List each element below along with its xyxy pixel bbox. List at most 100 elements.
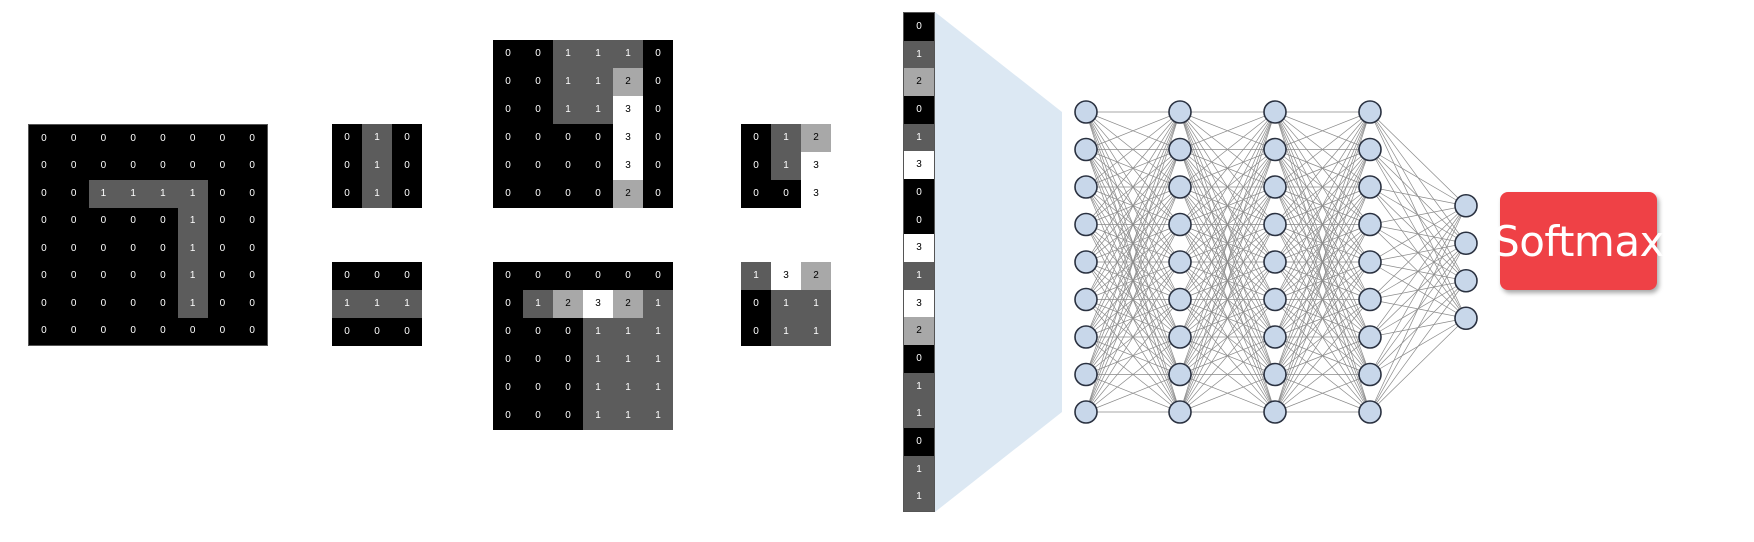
connection bbox=[1274, 111, 1371, 338]
grid-cell: 1 bbox=[643, 374, 673, 402]
softmax-label: Softmax bbox=[1493, 216, 1664, 266]
neuron bbox=[1168, 175, 1192, 199]
grid-cell: 0 bbox=[643, 124, 673, 152]
grid-cell: 1 bbox=[553, 68, 583, 96]
connection bbox=[1274, 111, 1371, 413]
connection bbox=[1369, 280, 1467, 413]
grid-cell: 0 bbox=[493, 346, 523, 374]
grid-cell: 1 bbox=[553, 40, 583, 68]
grid-cell: 0 bbox=[613, 262, 643, 290]
grid-cell: 0 bbox=[29, 262, 59, 290]
connection bbox=[1369, 205, 1467, 375]
grid-cell: 0 bbox=[493, 68, 523, 96]
vector-cell: 1 bbox=[904, 372, 934, 401]
connection bbox=[1085, 336, 1181, 413]
grid-cell: 0 bbox=[237, 207, 267, 235]
neuron bbox=[1358, 325, 1382, 349]
grid-cell: 0 bbox=[523, 152, 553, 180]
grid-cell: 0 bbox=[237, 290, 267, 318]
grid-cell: 0 bbox=[493, 402, 523, 430]
grid-cell: 0 bbox=[523, 318, 553, 346]
grid-cell: 0 bbox=[392, 318, 422, 346]
connection bbox=[1274, 111, 1371, 375]
grid-cell: 1 bbox=[771, 152, 801, 180]
grid-cell: 0 bbox=[332, 124, 362, 152]
grid-cell: 1 bbox=[177, 262, 208, 290]
grid-cell: 0 bbox=[523, 96, 553, 124]
neuron bbox=[1168, 100, 1192, 124]
neuron bbox=[1168, 400, 1192, 424]
grid-cell: 1 bbox=[613, 318, 643, 346]
grid-cell: 0 bbox=[237, 262, 267, 290]
grid-cell: 0 bbox=[207, 235, 238, 263]
grid-cell: 0 bbox=[177, 152, 208, 180]
grid-cell: 0 bbox=[88, 207, 119, 235]
grid-cell: 0 bbox=[29, 125, 59, 153]
neuron bbox=[1074, 250, 1098, 274]
grid-cell: 0 bbox=[741, 318, 771, 346]
grid-cell: 3 bbox=[771, 262, 801, 290]
connection bbox=[1179, 374, 1276, 413]
grid-cell: 0 bbox=[58, 207, 89, 235]
neuron bbox=[1454, 306, 1478, 331]
neuron bbox=[1074, 212, 1098, 237]
connection bbox=[1085, 111, 1181, 225]
vector-cell: 1 bbox=[904, 40, 934, 69]
grid-cell: 0 bbox=[118, 290, 148, 318]
grid-cell: 0 bbox=[88, 152, 119, 180]
grid-cell: 1 bbox=[583, 346, 613, 374]
grid-cell: 0 bbox=[29, 180, 59, 208]
neuron bbox=[1358, 212, 1382, 237]
grid-cell: 2 bbox=[613, 290, 643, 318]
grid-cell: 0 bbox=[583, 180, 613, 208]
grid-cell: 1 bbox=[392, 290, 422, 318]
connection bbox=[1085, 374, 1181, 413]
grid-cell: 1 bbox=[583, 96, 613, 124]
grid-cell: 0 bbox=[58, 180, 89, 208]
grid-cell: 0 bbox=[207, 152, 238, 180]
connection bbox=[1179, 111, 1276, 150]
grid-cell: 1 bbox=[801, 290, 831, 318]
connection bbox=[1274, 224, 1371, 413]
grid-cell: 0 bbox=[493, 96, 523, 124]
grid-cell: 0 bbox=[741, 180, 771, 208]
connection bbox=[1274, 299, 1371, 413]
connection bbox=[1179, 336, 1276, 413]
grid-cell: 0 bbox=[643, 262, 673, 290]
vector-cell: 0 bbox=[904, 179, 934, 207]
grid-cell: 0 bbox=[553, 346, 583, 374]
grid-cell: 0 bbox=[148, 235, 178, 263]
grid-cell: 0 bbox=[58, 125, 89, 153]
grid-cell: 1 bbox=[801, 318, 831, 346]
grid-cell: 1 bbox=[177, 180, 208, 208]
grid-cell: 0 bbox=[118, 125, 148, 153]
connection bbox=[1179, 111, 1276, 263]
connection bbox=[1085, 224, 1181, 413]
connection bbox=[1085, 186, 1181, 413]
grid-cell: 2 bbox=[553, 290, 583, 318]
grid-cell: 0 bbox=[58, 152, 89, 180]
grid-cell: 0 bbox=[553, 402, 583, 430]
grid-cell: 0 bbox=[771, 180, 801, 208]
connection bbox=[1369, 243, 1467, 413]
grid-cell: 0 bbox=[58, 235, 89, 263]
grid-cell: 2 bbox=[613, 68, 643, 96]
neuron bbox=[1263, 175, 1287, 199]
connection bbox=[1085, 111, 1181, 413]
grid-cell: 0 bbox=[88, 317, 119, 345]
grid-cell: 1 bbox=[583, 68, 613, 96]
network-connections bbox=[1085, 111, 1467, 413]
grid-cell: 0 bbox=[207, 262, 238, 290]
grid-cell: 0 bbox=[207, 207, 238, 235]
neuron bbox=[1074, 325, 1098, 349]
neuron bbox=[1358, 175, 1382, 199]
neuron bbox=[1263, 287, 1287, 312]
neuron bbox=[1263, 212, 1287, 237]
vector-cell: 3 bbox=[904, 234, 934, 263]
grid-cell: 0 bbox=[148, 125, 178, 153]
neuron bbox=[1074, 362, 1098, 387]
grid-cell: 0 bbox=[237, 152, 267, 180]
grid-cell: 0 bbox=[362, 262, 392, 290]
grid-cell: 0 bbox=[493, 290, 523, 318]
neuron bbox=[1454, 231, 1478, 256]
